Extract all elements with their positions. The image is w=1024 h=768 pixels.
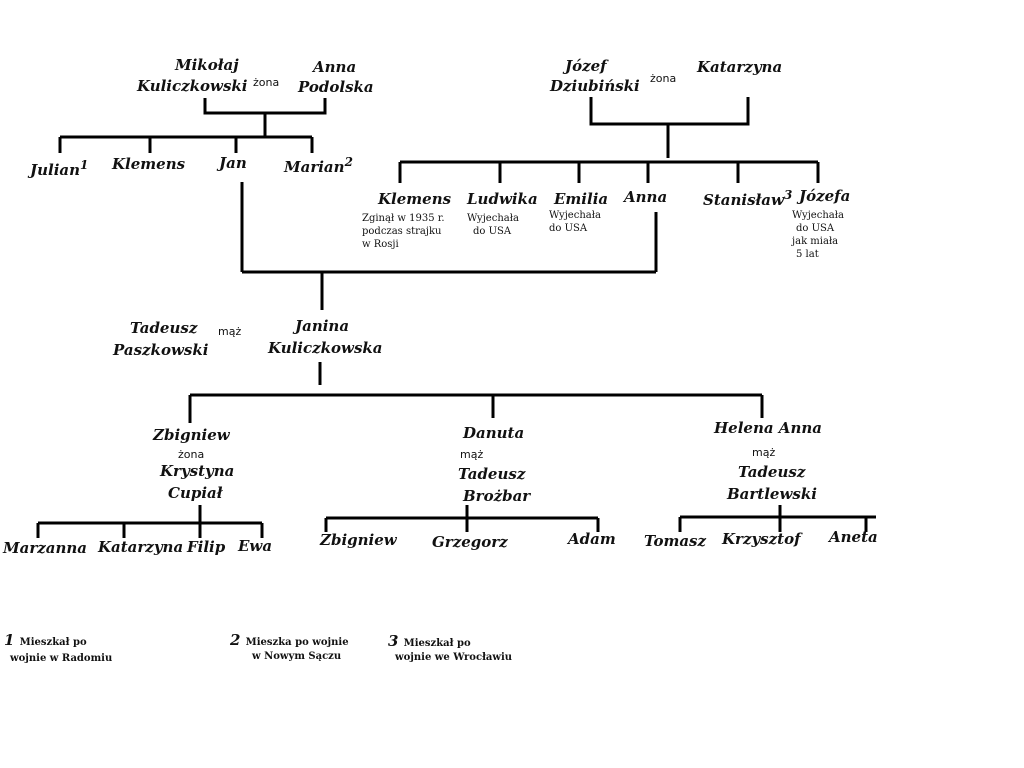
- person-marian: Marian2: [284, 155, 353, 176]
- relation-label: mąż: [460, 448, 484, 461]
- tree-connectors: [36, 97, 876, 538]
- footnote-1: 1 Mieszkał po: [4, 631, 87, 649]
- person-katarzyna: Katarzyna: [697, 58, 783, 76]
- person-tadeusz-brozbar-first: Tadeusz: [458, 465, 526, 483]
- note-klemens: Zginął w 1935 r. podczas strajku w Rosji: [362, 213, 445, 250]
- relation-label: żona: [253, 76, 280, 89]
- person-tomasz: Tomasz: [644, 532, 706, 550]
- person-tadeusz-bartlewski-first: Tadeusz: [738, 463, 806, 481]
- person-jozef-last: Dziubiński: [550, 77, 640, 95]
- footnote-mark: 2: [344, 155, 353, 169]
- footnote-2-line2: w Nowym Sączu: [252, 651, 342, 662]
- person-grzegorz: Grzegorz: [432, 533, 508, 551]
- person-emilia: Emilia: [554, 190, 609, 208]
- footnote-mark: 3: [783, 188, 793, 202]
- person-adam: Adam: [568, 530, 616, 548]
- footnote-3: 3 Mieszkał po: [388, 632, 471, 650]
- person-filip: Filip: [187, 538, 226, 556]
- relation-label: żona: [178, 448, 205, 461]
- person-ludwika: Ludwika: [467, 190, 538, 208]
- person-krystyna-first: Krystyna: [160, 462, 235, 480]
- person-klemens-kuliczkowski: Klemens: [112, 155, 186, 173]
- note-jozefa: Wyjechała do USA jak miała 5 lat: [792, 210, 844, 260]
- footnote-3-line2: wojnie we Wrocławiu: [395, 652, 513, 663]
- person-aneta: Aneta: [829, 528, 878, 546]
- footnote-mark: 1: [80, 158, 89, 172]
- person-tadeusz-paszkowski-first: Tadeusz: [130, 319, 198, 337]
- person-anna-podolska-last: Podolska: [298, 78, 374, 96]
- person-klemens-dziubinski: Klemens: [378, 190, 452, 208]
- person-zbigniew-jr: Zbigniew: [320, 531, 397, 549]
- person-jozefa: Józefa: [799, 187, 851, 205]
- person-krystyna-last: Cupiał: [168, 484, 223, 502]
- note-ludwika: Wyjechała do USA: [467, 213, 519, 237]
- person-janina-first: Janina: [295, 317, 350, 335]
- relation-label: mąż: [218, 325, 242, 338]
- person-julian: Julian1: [30, 158, 89, 179]
- person-mikolaj-first: Mikołaj: [175, 56, 239, 74]
- person-anna-podolska-first: Anna: [313, 58, 357, 76]
- person-tadeusz-brozbar-last: Brożbar: [463, 487, 531, 505]
- person-danuta: Danuta: [463, 424, 525, 442]
- person-ewa: Ewa: [238, 537, 273, 555]
- person-jan: Jan: [219, 154, 247, 172]
- relation-label: żona: [650, 72, 677, 85]
- person-jozef-first: Józef: [565, 57, 607, 75]
- person-tadeusz-bartlewski-last: Bartlewski: [727, 485, 817, 503]
- person-tadeusz-paszkowski-last: Paszkowski: [113, 341, 209, 359]
- person-krzysztof: Krzysztof: [722, 530, 801, 548]
- person-stanislaw: Stanisław3: [703, 188, 793, 209]
- person-helena-anna: Helena Anna: [714, 419, 822, 437]
- person-zbigniew: Zbigniew: [153, 426, 230, 444]
- note-emilia: Wyjechała do USA: [549, 210, 601, 234]
- person-marzanna: Marzanna: [3, 539, 87, 557]
- person-anna-dziubinska: Anna: [624, 188, 668, 206]
- person-mikolaj-last: Kuliczkowski: [137, 77, 248, 95]
- footnote-1-line2: wojnie w Radomiu: [10, 653, 113, 664]
- person-janina-last: Kuliczkowska: [268, 339, 383, 357]
- connector-dziubinski-couple: [589, 97, 750, 126]
- footnote-2: 2 Mieszka po wojnie: [230, 631, 349, 649]
- connector-kuliczkowski-couple: [203, 98, 327, 115]
- relation-label: mąż: [752, 446, 776, 459]
- person-katarzyna-jr: Katarzyna: [98, 538, 184, 556]
